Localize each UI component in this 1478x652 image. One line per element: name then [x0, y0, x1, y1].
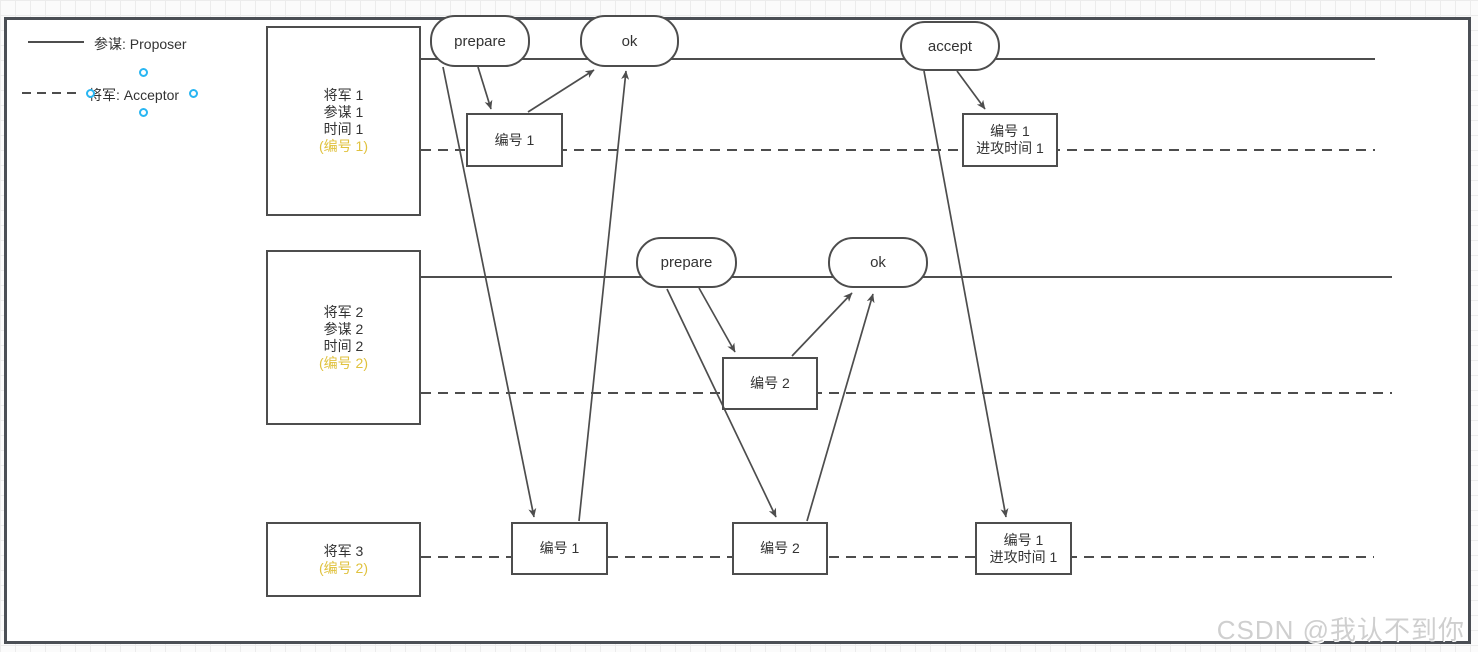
connection-point-bottom-icon[interactable]	[139, 108, 148, 117]
legend-acceptor-label[interactable]: 将军: Acceptor	[88, 87, 180, 103]
num1-row3-box[interactable]: 编号 1	[511, 522, 608, 575]
num1-attack-row1-line2: 进攻时间 1	[976, 140, 1044, 156]
ok2-label: ok	[870, 254, 886, 271]
prepare2-label: prepare	[660, 254, 713, 271]
num2-row3-box[interactable]: 编号 2	[732, 522, 828, 575]
num1-row1-label: 编号 1	[494, 131, 535, 148]
num1-attack-row3-line2: 进攻时间 1	[989, 548, 1058, 565]
general2-number: (编号 2)	[319, 354, 368, 371]
arrow-accept-to-num1-attack-row1[interactable]	[956, 70, 986, 110]
general1-number: (编号 1)	[319, 138, 368, 154]
ok1-label: ok	[621, 32, 638, 50]
connection-point-left-icon[interactable]	[86, 89, 95, 98]
csdn-watermark: CSDN @我认不到你	[1216, 615, 1465, 645]
num2-row2-label: 编号 2	[750, 375, 790, 391]
accept-pill[interactable]: accept	[900, 21, 1000, 71]
num1-row3-label: 编号 1	[539, 540, 580, 556]
general1-name: 将军 1	[323, 87, 364, 103]
ok2-pill[interactable]: ok	[828, 237, 928, 288]
arrow-prepare2-to-num2-row2[interactable]	[698, 287, 736, 353]
arrow-prepare1-to-num1-row1[interactable]	[477, 66, 493, 110]
general2-name: 将军 2	[323, 303, 364, 320]
general3-number: (编号 2)	[319, 559, 368, 576]
arrow-num2-row2-to-ok2[interactable]	[791, 292, 853, 357]
arrow-num1-row1-to-ok1[interactable]	[527, 69, 595, 113]
general1-box[interactable]: 将军 1 参谋 1 时间 1 (编号 1)	[266, 26, 421, 216]
prepare1-pill[interactable]: prepare	[430, 15, 530, 67]
num2-row2-box[interactable]: 编号 2	[722, 357, 818, 410]
num1-attack-row1-box[interactable]: 编号 1 进攻时间 1	[962, 113, 1058, 167]
arrow-accept-to-num1-attack-row3[interactable]	[923, 70, 1009, 518]
arrow-num1-row3-to-ok1[interactable]	[578, 70, 630, 522]
general1-time: 时间 1	[323, 121, 364, 137]
general2-time: 时间 2	[323, 337, 364, 354]
general2-staff: 参谋 2	[323, 320, 364, 337]
accept-label: accept	[927, 37, 973, 55]
arrow-prepare2-to-num2-row3[interactable]	[666, 288, 777, 518]
num1-attack-row3-line1: 编号 1	[1003, 531, 1044, 548]
ok1-pill[interactable]: ok	[580, 15, 679, 67]
general1-staff: 参谋 1	[323, 104, 364, 120]
general2-box[interactable]: 将军 2 参谋 2 时间 2 (编号 2)	[266, 250, 421, 425]
general3-name: 将军 3	[323, 542, 364, 559]
arrow-num2-row3-to-ok2[interactable]	[806, 293, 875, 522]
arrow-prepare1-to-num1-row3[interactable]	[442, 66, 537, 518]
connection-point-top-icon[interactable]	[139, 68, 148, 77]
prepare1-label: prepare	[454, 32, 506, 50]
general3-box[interactable]: 将军 3 (编号 2)	[266, 522, 421, 597]
num2-row3-label: 编号 2	[760, 540, 800, 556]
prepare2-pill[interactable]: prepare	[636, 237, 737, 288]
connection-point-right-icon[interactable]	[189, 89, 198, 98]
num1-attack-row1-line1: 编号 1	[990, 123, 1030, 139]
num1-attack-row3-box[interactable]: 编号 1 进攻时间 1	[975, 522, 1072, 575]
num1-row1-box[interactable]: 编号 1	[466, 113, 563, 167]
legend-proposer-label: 参谋: Proposer	[94, 36, 187, 52]
